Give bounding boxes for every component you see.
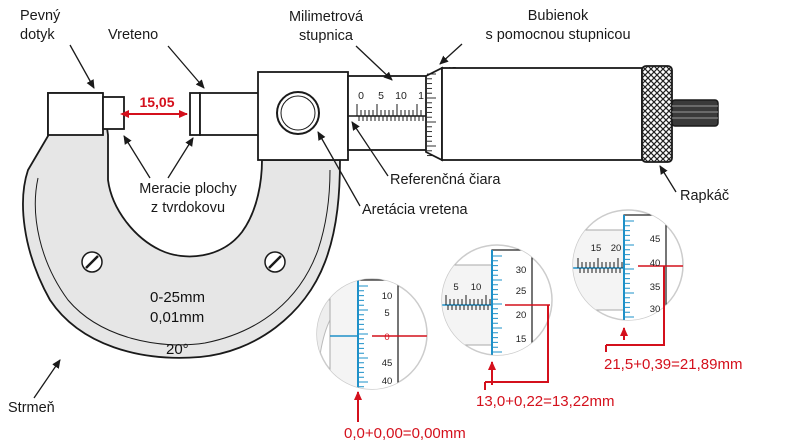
label-faces: z tvrdokovu [151, 200, 225, 216]
example-21-89-thimble-number: 45 [650, 234, 661, 245]
example-zero: 10 5 0 45 40 0,0+0,00=0,00mm [316, 278, 466, 442]
label-fixed-anvil: dotyk [20, 27, 55, 43]
screw-right-icon [264, 251, 286, 273]
example-zero-thimble-number: 10 [382, 291, 393, 302]
spindle-face [189, 92, 201, 136]
label-ratchet: Rapkáč [680, 188, 729, 204]
label-frame: Strmeň [8, 400, 55, 416]
resolution-text: 0,01mm [150, 309, 204, 326]
ratchet-knurl [641, 65, 673, 163]
example-13-22-thimble-number: 30 [516, 265, 527, 276]
sleeve-number: 5 [378, 90, 384, 102]
label-reference-line: Referenčná čiara [390, 172, 501, 188]
example-21-89-sleeve-number: 20 [611, 243, 622, 254]
example-zero-thimble-number: 5 [384, 308, 389, 319]
label-thimble: Bubienok [528, 8, 589, 24]
example-zero-thimble-number: 0 [384, 332, 389, 343]
label-lock: Aretácia vretena [362, 202, 469, 218]
frame-inner-outline [34, 169, 331, 346]
example-21-89-sleeve-number: 15 [591, 243, 602, 254]
gap-value: 15,05 [139, 94, 174, 110]
label-faces: Meracie plochy [139, 181, 237, 197]
frame: 0-25mm 0,01mm 20° [22, 92, 341, 359]
example-21-89: 15 20 45 40 35 30 21,5+0,39=21,89mm [572, 209, 742, 373]
label-spindle: Vreteno [108, 27, 158, 43]
label-thimble: s pomocnou stupnicou [485, 27, 630, 43]
labels: Pevný dotyk Vreteno Milimetrová stupnica… [8, 8, 729, 416]
example-13-22-thimble-number: 25 [516, 286, 527, 297]
example-21-89-thimble-number: 35 [650, 282, 661, 293]
example-13-22-formula: 13,0+0,22=13,22mm [476, 393, 614, 410]
ratchet-cap [671, 99, 719, 127]
anvil-face [102, 96, 125, 130]
sleeve-number: 0 [358, 90, 364, 102]
example-13-22-thimble-number: 15 [516, 334, 527, 345]
label-mm-scale: Milimetrová [289, 9, 364, 25]
example-13-22-sleeve-number: 5 [453, 282, 458, 293]
example-13-22: 5 10 30 25 20 15 13,0+0,22=13,22mm [441, 244, 614, 410]
range-text: 0-25mm [150, 289, 205, 306]
temperature-text: 20° [166, 341, 189, 358]
anvil [47, 92, 104, 136]
label-fixed-anvil: Pevný [20, 8, 61, 24]
gap-dimension: 15,05 [120, 94, 188, 118]
spindle-assembly: 0 5 10 1 15 10 5 0 45 [189, 65, 719, 163]
spindle [199, 92, 261, 136]
thimble [441, 67, 643, 161]
example-zero-thimble-number: 40 [382, 376, 393, 387]
frame-body [22, 92, 341, 359]
example-21-89-formula: 21,5+0,39=21,89mm [604, 356, 742, 373]
sleeve-number: 10 [395, 90, 407, 102]
example-zero-formula: 0,0+0,00=0,00mm [344, 425, 466, 442]
sleeve-ticks [356, 104, 424, 121]
example-zero-thimble-number: 45 [382, 358, 393, 369]
thimble-ticks [427, 73, 436, 157]
example-13-22-thimble-number: 20 [516, 310, 527, 321]
label-mm-scale: stupnica [299, 28, 354, 44]
example-21-89-thimble-number: 40 [650, 258, 661, 269]
example-21-89-thimble-number: 30 [650, 304, 661, 315]
sleeve-number: 1 [418, 90, 424, 102]
example-13-22-sleeve-number: 10 [471, 282, 482, 293]
lock-knob-icon [276, 91, 320, 135]
screw-left-icon [81, 251, 103, 273]
